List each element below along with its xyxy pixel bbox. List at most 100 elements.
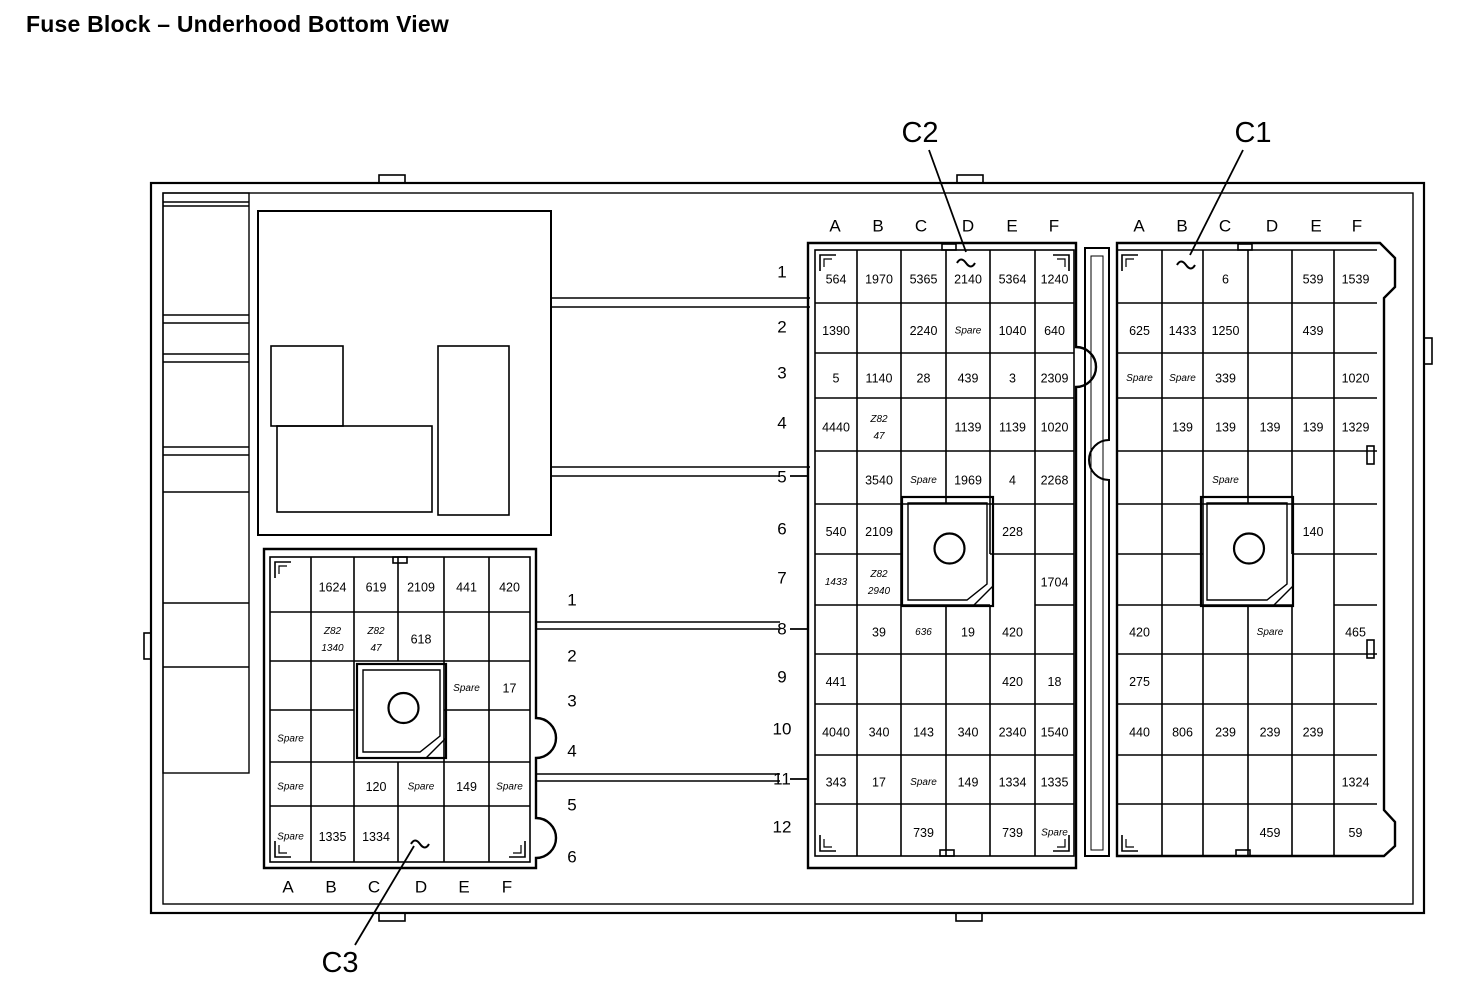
c2-cell-F1: 1240: [1041, 273, 1069, 287]
c2-cell-E3: 3: [1009, 372, 1016, 386]
c2-tab: [939, 849, 955, 857]
c2-cell-F7: 1704: [1041, 576, 1069, 590]
left-strip: [162, 192, 250, 774]
c1-column-header: F: [1352, 217, 1362, 236]
c2-cell-D10: 340: [958, 726, 979, 740]
c1-corner-inner: [1125, 258, 1134, 267]
c3-leader-line: [354, 845, 415, 946]
c3-corner-inner: [513, 845, 522, 854]
c3-cell-F1: 420: [499, 581, 520, 595]
c2-cell-C2: 2240: [910, 324, 938, 338]
c2-cell-A7: 1433: [825, 577, 848, 588]
c1-corner: [1121, 835, 1138, 852]
c2-row-label: 7: [777, 569, 786, 588]
c2-cell-E2: 1040: [999, 324, 1027, 338]
c1-cell-F1: 1539: [1342, 273, 1370, 287]
divider-rail: [1084, 247, 1110, 857]
c2-cell-D8: 19: [961, 626, 975, 640]
c1-cell-F11: 1324: [1342, 776, 1370, 790]
c2-cell-A2: 1390: [822, 324, 850, 338]
c3-column-header: C: [368, 878, 380, 897]
c3-cell-B6: 1335: [319, 830, 347, 844]
c3-column-header: A: [282, 878, 294, 897]
c2-cell-D1: 2140: [954, 273, 982, 287]
c1-column-header: C: [1219, 217, 1231, 236]
c1-cell-E10: 239: [1303, 726, 1324, 740]
c3-column-header: B: [325, 878, 336, 897]
c3-cell-A4: Spare: [277, 734, 304, 745]
c2-row-label: 5: [777, 468, 786, 487]
c2-cell-C10: 143: [913, 726, 934, 740]
c3-cell-D1: 2109: [407, 581, 435, 595]
c2-row-label: 3: [777, 364, 786, 383]
c3-cell-C2: Z82: [366, 626, 385, 637]
c1-cell-B2: 1433: [1169, 324, 1197, 338]
c2-cell-B8: 39: [872, 626, 886, 640]
c2-row-label: 8: [777, 620, 786, 639]
c2-cell-D3: 439: [958, 372, 979, 386]
c1-cell-A3: Spare: [1126, 373, 1153, 384]
c2-column-header: F: [1049, 217, 1059, 236]
c2-cell-B4-sub: 47: [873, 431, 885, 442]
c2-pin-marker: [956, 258, 976, 268]
c1-tab: [1237, 243, 1253, 251]
c1-column-header: E: [1310, 217, 1321, 236]
c2-cell-B5: 3540: [865, 474, 893, 488]
c1-cell-E2: 439: [1303, 324, 1324, 338]
c2-cell-D4: 1139: [955, 421, 982, 435]
c3-relay-notch: [425, 737, 447, 759]
c2-cell-B11: 17: [872, 776, 886, 790]
c1-cell-D8: Spare: [1257, 627, 1284, 638]
c1-tab: [1366, 639, 1375, 659]
c3-relay-face: [362, 669, 441, 753]
c2-column-header: E: [1006, 217, 1017, 236]
c3-corner: [274, 841, 291, 858]
c1-cell-C10: 239: [1215, 726, 1236, 740]
c1-leader-line: [1189, 149, 1244, 256]
c2-cell-F2: 640: [1044, 324, 1065, 338]
c2-corner-inner: [823, 839, 832, 848]
c3-column-header: D: [415, 878, 427, 897]
c2-cell-C5: Spare: [910, 475, 937, 486]
c1-label: C1: [1234, 117, 1271, 149]
c1-cell-F12: 59: [1349, 826, 1363, 840]
c2-corner-inner: [823, 258, 832, 267]
c1-cell-F8: 465: [1345, 626, 1366, 640]
c2-cell-B10: 340: [869, 726, 890, 740]
c2-cell-C11: Spare: [910, 777, 937, 788]
c2-cell-E5: 4: [1009, 474, 1016, 488]
c3-cell-C2-sub: 47: [370, 643, 382, 654]
c2-cell-A4: 4440: [822, 421, 850, 435]
c3-cell-A5: Spare: [277, 782, 304, 793]
c2-cell-A1: 564: [826, 273, 847, 287]
c2-corner-inner: [1057, 258, 1066, 267]
c1-cell-D4: 139: [1260, 421, 1281, 435]
c1-cell-C2: 1250: [1212, 324, 1240, 338]
c2-cell-C1: 5365: [910, 273, 938, 287]
c2-cell-B4: Z82: [869, 414, 888, 425]
c3-corner: [509, 841, 526, 858]
c2-row-label: 9: [777, 668, 786, 687]
c1-cell-B4: 139: [1172, 421, 1193, 435]
c3-label: C3: [321, 947, 358, 979]
c2-row-label: 1: [777, 263, 786, 282]
c2-cell-A3: 5: [833, 372, 840, 386]
c2-corner-inner: [1057, 839, 1066, 848]
c2-cell-C3: 28: [917, 372, 931, 386]
c2-corner: [819, 254, 836, 271]
c2-cell-D11: 149: [958, 776, 979, 790]
c2-cell-B1: 1970: [865, 273, 893, 287]
c1-cell-A9: 275: [1129, 675, 1150, 689]
c3-cell-D2: 618: [411, 633, 432, 647]
c2-cell-A11: 343: [826, 776, 847, 790]
c3-relay: [355, 662, 448, 760]
c3-cell-E1: 441: [456, 581, 477, 595]
c2-row-label: 10: [773, 720, 792, 739]
c3-cell-B2-sub: 1340: [321, 643, 344, 654]
c1-outline: [1115, 241, 1397, 858]
c2-column-header: D: [962, 217, 974, 236]
c2-cell-E6: 228: [1002, 525, 1023, 539]
